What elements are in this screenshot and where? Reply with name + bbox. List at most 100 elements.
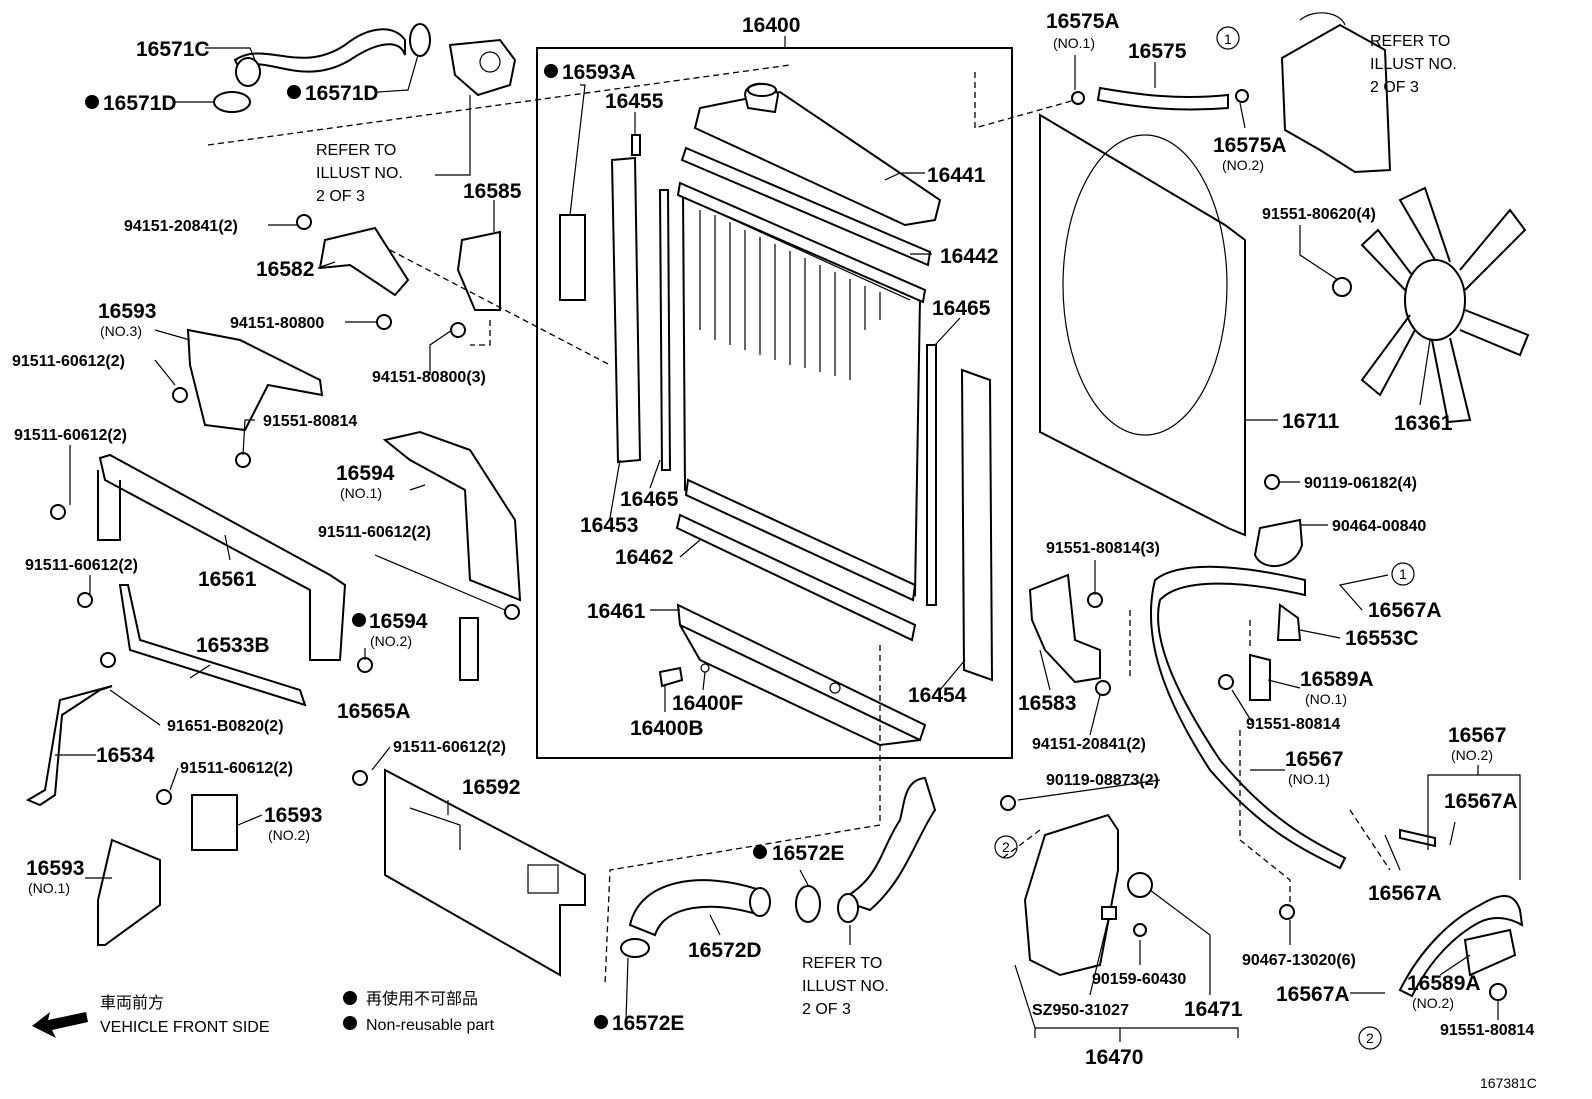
label-91511-60612-2-b: 91511-60612(2) [14, 427, 127, 444]
label-16582: 16582 [256, 258, 314, 281]
refer-note-2-line2: ILLUST NO. [802, 978, 889, 995]
refer-note-1-line2: ILLUST NO. [316, 165, 403, 182]
hose-16567-no2 [1398, 895, 1524, 998]
vehicle-front-arrow-icon [32, 1012, 88, 1038]
side-seal-right [926, 344, 937, 606]
refer-note-1-line1: REFER TO [316, 142, 396, 159]
legend-non-reusable-en: Non-reusable part [366, 1017, 495, 1034]
label-91651-B0820-2: 91651-B0820(2) [167, 718, 284, 735]
side-seal-left [658, 189, 672, 471]
callout-1-a: 1 [1224, 31, 1232, 47]
refer-note-3-line1: REFER TO [1370, 33, 1450, 50]
hose-16571C [233, 28, 406, 87]
label-no1-a: (NO.1) [340, 485, 382, 501]
label-16453: 16453 [580, 514, 638, 537]
label-16572D: 16572D [688, 939, 762, 962]
label-16585: 16585 [463, 180, 522, 203]
shroud-16592 [384, 768, 586, 977]
hose-16567-no2-pipe [1399, 828, 1436, 848]
label-91551-80814-3: 91551-80814(3) [1046, 540, 1160, 557]
label-16567A-b: 16567A [1444, 790, 1518, 813]
callout-2-a: 2 [1002, 839, 1010, 855]
label-16400F: 16400F [672, 692, 743, 715]
bracket-16593A [559, 214, 586, 301]
band-90464-00840 [1253, 518, 1304, 568]
label-90464-00840: 90464-00840 [1332, 518, 1426, 535]
label-16567A-a: 16567A [1368, 599, 1442, 622]
part-labels: 16400 16571C 16571D 16571D 16593A 16455 … [12, 10, 1537, 1091]
fasteners-left [50, 214, 520, 805]
label-91551-80814-a: 91551-80814 [263, 413, 357, 430]
label-16592: 16592 [462, 776, 520, 799]
label-16361: 16361 [1394, 412, 1453, 435]
label-91551-80620-4: 91551-80620(4) [1262, 206, 1376, 223]
label-16441: 16441 [927, 164, 986, 187]
label-91511-60612-2-f: 91511-60612(2) [180, 760, 293, 777]
drain-cock [658, 663, 710, 688]
refer-note-2-line1: REFER TO [802, 955, 882, 972]
label-16454: 16454 [908, 684, 967, 707]
reference-lines [207, 64, 1391, 986]
direction-jp: 車両前方 [100, 994, 164, 1012]
label-no1-c: (NO.1) [1053, 35, 1095, 51]
label-no2-a: (NO.2) [370, 633, 412, 649]
hose-16572D [620, 879, 771, 958]
label-16465-b: 16465 [932, 297, 991, 320]
clamp-16571D-a [213, 91, 251, 113]
callout-1-b: 1 [1399, 566, 1407, 582]
screw-90159-60430 [1133, 923, 1147, 937]
label-16594-no2: 16594 [369, 610, 428, 633]
radiator-upper-tank [693, 82, 942, 227]
label-16575A-b: 16575A [1213, 134, 1287, 157]
cover-16593-no2 [191, 794, 238, 851]
bracket-16582 [318, 226, 410, 297]
label-16567A-c: 16567A [1368, 882, 1442, 905]
label-91511-60612-2-e: 91511-60612(2) [393, 739, 506, 756]
label-16462: 16462 [615, 546, 673, 569]
clamp-16553C [1276, 603, 1302, 641]
non-reusable-markers [85, 64, 767, 1030]
bolt-91551-80814-3 [1087, 592, 1103, 608]
label-16593-no1: 16593 [26, 857, 84, 880]
label-no1-b: (NO.1) [28, 880, 70, 896]
cooling-fan-16361 [1360, 186, 1530, 424]
label-16571C: 16571C [136, 38, 210, 61]
label-91551-80814-b: 91551-80814 [1246, 716, 1340, 733]
bracket-16583 [1028, 573, 1101, 684]
cover-16594-no1 [382, 430, 522, 602]
label-16533B: 16533B [196, 634, 270, 657]
bolt-90119-08873 [1000, 795, 1016, 811]
label-94151-80800-3: 94151-80800(3) [372, 369, 486, 386]
label-16575A-a: 16575A [1046, 10, 1120, 33]
label-16589A-no2: 16589A [1407, 972, 1481, 995]
fan-shroud-16711 [1039, 113, 1246, 537]
label-90119-08873-2: 90119-08873(2) [1046, 772, 1159, 789]
clamp-16575A-a [1071, 91, 1085, 105]
upper-tank-gasket [680, 146, 932, 267]
nut-SZ950-31027 [1101, 906, 1117, 920]
bolt-90119-06182 [1264, 474, 1280, 490]
label-16583: 16583 [1018, 692, 1076, 715]
leader-lines [55, 47, 1521, 1042]
callout-2-b: 2 [1366, 1030, 1374, 1046]
label-16400B: 16400B [630, 717, 704, 740]
label-no1-d: (NO.1) [1305, 691, 1347, 707]
label-no2-d: (NO.2) [1451, 747, 1493, 763]
label-16589A-no1: 16589A [1300, 668, 1374, 691]
cover-16593-no1 [97, 838, 161, 946]
label-16567A-d: 16567A [1276, 983, 1350, 1006]
hose-lower-2 [837, 776, 937, 923]
hose-16567-no1 [1149, 565, 1347, 870]
radiator-assembly-frame [536, 36, 1013, 759]
label-94151-20841-2: 94151-20841(2) [124, 218, 238, 235]
bolt-91551-80814-c [1489, 983, 1507, 1001]
label-SZ950-31027: SZ950-31027 [1032, 1002, 1129, 1019]
label-16593A: 16593A [562, 61, 636, 84]
label-90159-60430: 90159-60430 [1092, 971, 1186, 988]
label-no2-c: (NO.2) [1222, 157, 1264, 173]
label-91511-60612-2-d: 91511-60612(2) [25, 557, 138, 574]
label-16575: 16575 [1128, 40, 1187, 63]
legend-non-reusable-jp: 再使用不可部品 [366, 990, 478, 1008]
label-no1-e: (NO.1) [1288, 771, 1330, 787]
label-91511-60612-2-a: 91511-60612(2) [12, 353, 125, 370]
